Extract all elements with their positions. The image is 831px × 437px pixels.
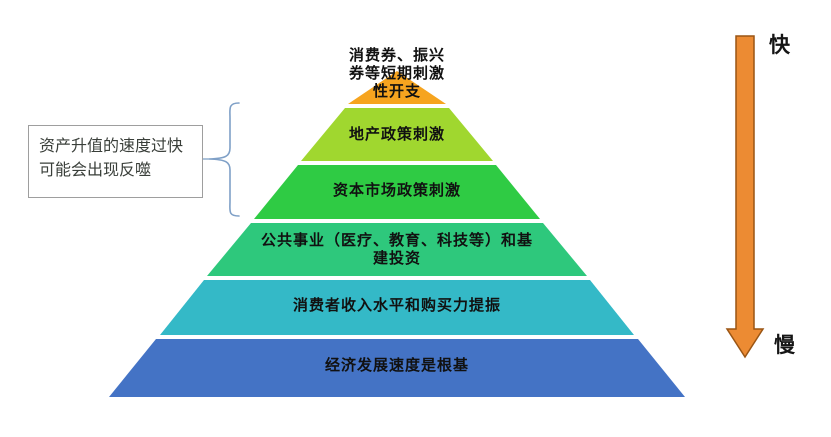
annotation-line1: 资产升值的速度过快 (39, 138, 184, 155)
label-capital-market-policy: 资本市场政策刺激 (332, 182, 462, 199)
label-public-utilities-line1: 公共事业（医疗、教育、科技等）和基 (260, 232, 534, 249)
pyramid-layer-capital-market-policy (254, 165, 540, 219)
label-short-term-stimulus-line3: 性开支 (372, 83, 422, 100)
pyramid-layer-economic-growth-base (109, 339, 685, 397)
pyramid-layer-consumer-income (160, 280, 634, 335)
slow-label: 慢 (774, 334, 795, 357)
label-consumer-income: 消费者收入水平和购买力提振 (292, 297, 502, 314)
pyramid-layer-short-term-stimulus (348, 71, 446, 104)
label-economic-growth-base: 经济发展速度是根基 (324, 357, 470, 374)
pyramid-layer-property-policy (301, 108, 493, 161)
down-arrow-icon (727, 36, 763, 357)
label-short-term-stimulus-line2: 券等短期刺激 (348, 65, 446, 82)
label-public-utilities-line2: 建投资 (372, 250, 422, 267)
annotation-line2: 可能会出现反噬 (39, 162, 152, 179)
brace-icon (208, 102, 240, 217)
down-arrow-outline (725, 35, 765, 359)
annotation-box: 资产升值的速度过快 可能会出现反噬 (28, 125, 203, 198)
label-short-term-stimulus-line1: 消费券、振兴 (348, 47, 446, 64)
pyramid-layer-public-utilities-infrastructure (207, 223, 587, 276)
fast-label: 快 (769, 34, 790, 57)
label-property-policy: 地产政策刺激 (348, 126, 446, 143)
